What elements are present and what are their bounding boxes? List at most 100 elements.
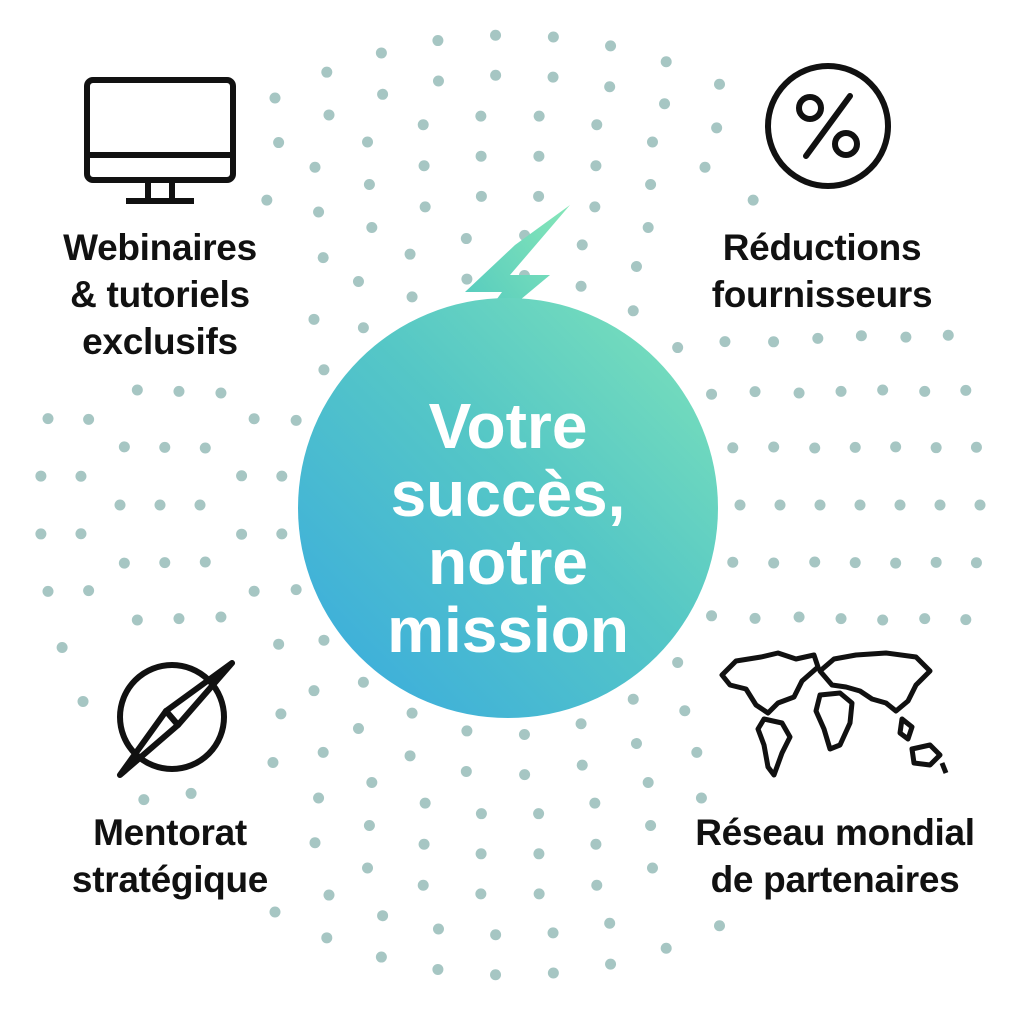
pattern-dot: [659, 98, 671, 110]
pattern-dot: [475, 808, 487, 820]
pattern-dot: [273, 137, 285, 149]
central-slogan: Votre succès, notre mission: [298, 392, 718, 664]
pattern-dot: [404, 248, 416, 260]
pattern-dot: [604, 81, 616, 93]
compass-icon: [117, 660, 235, 778]
pattern-dot: [713, 920, 725, 932]
pattern-dot: [275, 708, 287, 720]
pattern-dot: [404, 750, 416, 762]
pattern-dot: [877, 614, 889, 626]
feature-label-line: Webinaires: [63, 227, 257, 268]
slogan-line: succès,: [390, 458, 626, 530]
pattern-dot: [547, 967, 559, 979]
pattern-dot: [313, 792, 325, 804]
percent-icon: [765, 63, 891, 189]
pattern-dot: [591, 119, 603, 131]
pattern-dot: [849, 557, 861, 569]
pattern-dot: [894, 499, 906, 511]
pattern-dot: [42, 585, 54, 597]
pattern-dot: [83, 585, 95, 597]
pattern-dot: [727, 442, 739, 454]
pattern-dot: [406, 707, 418, 719]
pattern-dot: [646, 862, 658, 874]
pattern-dot: [375, 951, 387, 963]
monitor-icon: [84, 77, 236, 204]
pattern-dot: [835, 613, 847, 625]
pattern-dot: [768, 336, 780, 348]
pattern-dot: [645, 820, 657, 832]
pattern-dot: [377, 910, 389, 922]
pattern-dot: [533, 190, 545, 202]
pattern-dot: [248, 413, 260, 425]
pattern-dot: [699, 161, 711, 173]
feature-webinaires: Webinaires & tutoriels exclusifs: [10, 224, 310, 365]
pattern-dot: [734, 499, 746, 511]
pattern-dot: [35, 528, 47, 540]
pattern-dot: [672, 342, 684, 354]
pattern-dot: [711, 122, 723, 134]
world-map-icon: [719, 650, 949, 778]
pattern-dot: [269, 906, 281, 918]
pattern-dot: [627, 693, 639, 705]
pattern-dot: [185, 787, 197, 799]
pattern-dot: [261, 194, 273, 206]
pattern-dot: [919, 385, 931, 397]
pattern-dot: [475, 888, 487, 900]
slogan-line: Votre: [428, 390, 588, 462]
pattern-dot: [461, 273, 473, 285]
pattern-dot: [432, 923, 444, 935]
pattern-dot: [461, 725, 473, 737]
central-circle: [298, 298, 718, 718]
pattern-dot: [194, 499, 206, 511]
pattern-dot: [793, 387, 805, 399]
pattern-dot: [366, 777, 378, 789]
pattern-dot: [630, 738, 642, 750]
pattern-dot: [919, 613, 931, 625]
pattern-dot: [533, 888, 545, 900]
pattern-dot: [490, 929, 502, 941]
pattern-dot: [930, 442, 942, 454]
pattern-dot: [460, 233, 472, 245]
pattern-dot: [812, 332, 824, 344]
pattern-dot: [854, 499, 866, 511]
pattern-dot: [406, 291, 418, 303]
pattern-dot: [417, 119, 429, 131]
pattern-dot: [706, 610, 718, 622]
pattern-dot: [362, 862, 374, 874]
pattern-dot: [890, 557, 902, 569]
pattern-dot: [589, 797, 601, 809]
pattern-dot: [727, 556, 739, 568]
pattern-dot: [35, 470, 47, 482]
pattern-dot: [357, 676, 369, 688]
pattern-dot: [890, 441, 902, 453]
pattern-dot: [215, 387, 227, 399]
feature-label-line: exclusifs: [82, 321, 238, 362]
pattern-dot: [547, 31, 559, 43]
pattern-dot: [849, 441, 861, 453]
pattern-dot: [660, 56, 672, 68]
pattern-dot: [159, 557, 171, 569]
pattern-dot: [590, 838, 602, 850]
pattern-dot: [317, 252, 329, 264]
pattern-dot: [533, 808, 545, 820]
pattern-dot: [605, 958, 617, 970]
pattern-dot: [290, 414, 302, 426]
pattern-dot: [605, 40, 617, 52]
pattern-dot: [432, 35, 444, 47]
pattern-dot: [774, 499, 786, 511]
pattern-dot: [308, 313, 320, 325]
pattern-dot: [199, 442, 211, 454]
pattern-dot: [547, 927, 559, 939]
pattern-dot: [114, 499, 126, 511]
pattern-dot: [642, 777, 654, 789]
pattern-dot: [475, 190, 487, 202]
pattern-dot: [974, 499, 986, 511]
pattern-dot: [309, 837, 321, 849]
pattern-dot: [173, 613, 185, 625]
pattern-dot: [547, 71, 559, 83]
pattern-dot: [318, 634, 330, 646]
pattern-dot: [362, 136, 374, 148]
pattern-dot: [642, 221, 654, 233]
pattern-dot: [317, 746, 329, 758]
